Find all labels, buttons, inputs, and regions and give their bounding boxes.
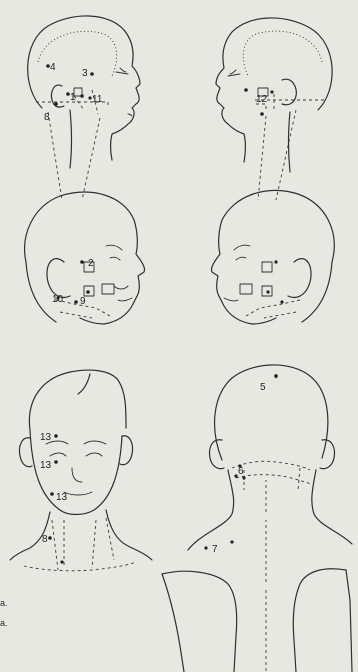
point-label-5: 5 xyxy=(260,382,266,393)
point-label-4: 4 xyxy=(50,62,56,73)
point-label-13-cheek: 13 xyxy=(40,460,52,471)
point-label-12: 12 xyxy=(256,94,268,105)
point-label-9: 9 xyxy=(80,296,86,307)
point-label-3: 3 xyxy=(82,68,88,79)
point-label-1: 1 xyxy=(70,92,76,103)
point-label-2: 2 xyxy=(88,258,94,269)
caption-line-1: a. xyxy=(0,598,8,608)
point-label-10: 10 xyxy=(52,294,64,305)
point-label-7: 7 xyxy=(212,544,218,555)
point-label-13-jaw: 13 xyxy=(56,492,68,503)
point-label-8: 8 xyxy=(44,112,50,123)
point-label-13-forehead: 13 xyxy=(40,432,52,443)
point-label-6: 6 xyxy=(238,466,244,477)
point-label-11: 11 xyxy=(92,94,103,105)
point-label-8-neck: 8 xyxy=(42,534,48,545)
caption-line-2: a. xyxy=(0,618,8,628)
